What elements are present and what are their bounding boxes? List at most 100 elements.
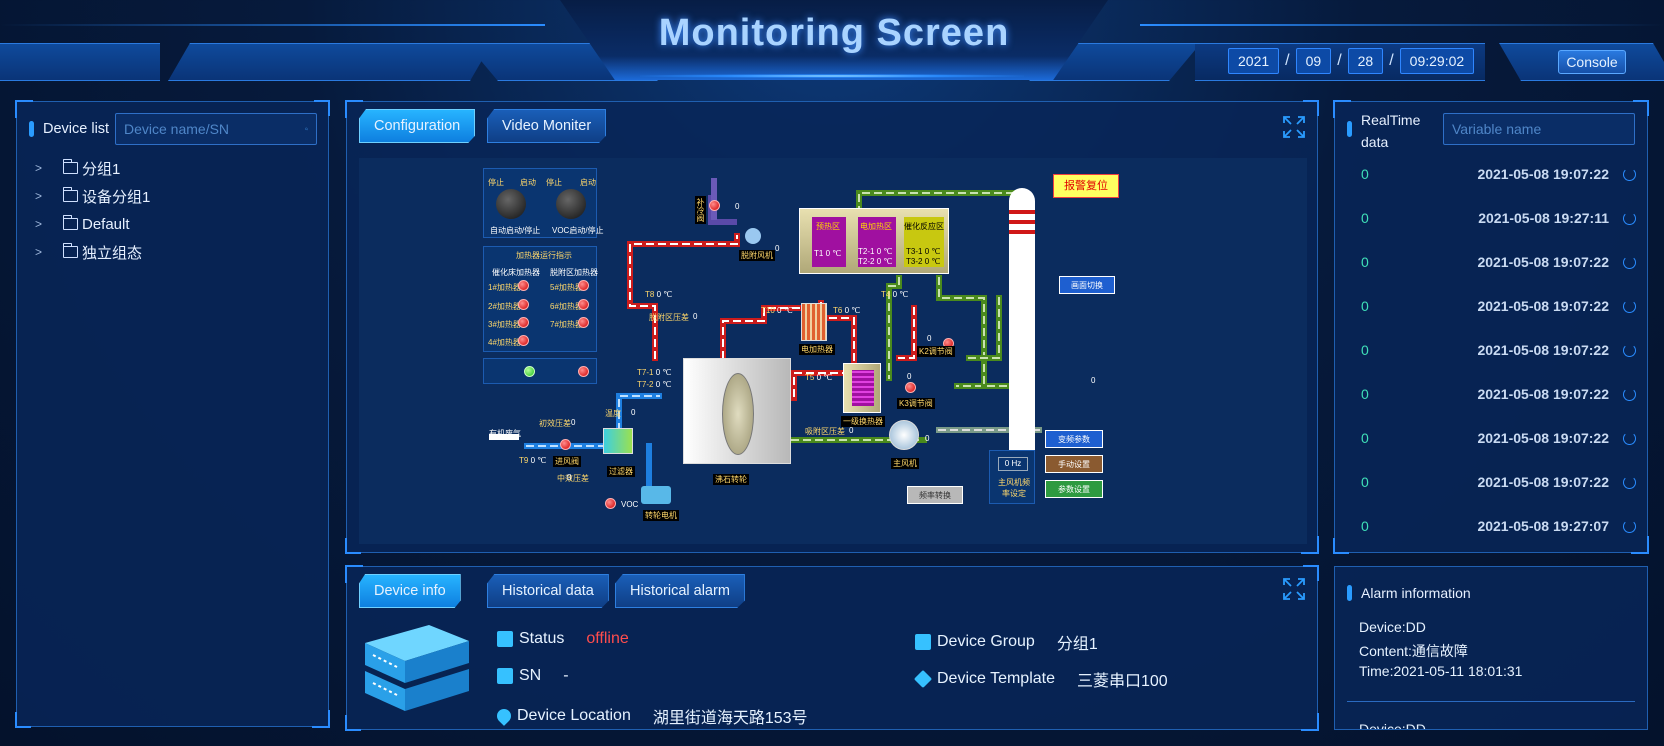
t7-1-label: T7-1 0 ℃ (637, 368, 671, 377)
voc-label: VOC (621, 500, 639, 509)
header: Monitoring Screen 2021 / 09 / 28 / 09:29… (0, 0, 1664, 86)
tree-item-default[interactable]: > Default (35, 210, 150, 238)
adsorb-pressure-label: 吸附区压差 (805, 427, 845, 436)
tab-historical-alarm[interactable]: Historical alarm (615, 574, 745, 608)
alarm-title: Alarm information (1361, 585, 1471, 601)
tree-item-label: 独立组态 (82, 244, 143, 262)
heater-label: 5#加热器 (550, 283, 583, 292)
refresh-icon[interactable] (1623, 167, 1636, 181)
tree-item-group1[interactable]: > 分组1 (35, 154, 150, 182)
date-year: 2021 (1228, 48, 1280, 74)
rotor-wheel (722, 373, 754, 455)
status-value: offline (586, 630, 629, 647)
refresh-icon[interactable] (1623, 211, 1636, 225)
expand-icon[interactable] (1282, 577, 1306, 601)
heater-col-label: 脱附区加热器 (550, 268, 598, 277)
status-row: Status offline (497, 630, 629, 648)
t7-1-name: T7-1 (637, 368, 654, 377)
replenish-valve-pipe (711, 178, 717, 220)
desorb-fan-value: 0 (775, 244, 780, 253)
header-deco-line-right (1140, 24, 1664, 26)
manual-set-button[interactable]: 手动设置 (1045, 455, 1103, 473)
document-icon (497, 668, 513, 684)
t2-1-name: T2-1 (858, 247, 875, 256)
device-tree: > 分组1 > 设备分组1 > Default > 独立组态 (35, 154, 150, 266)
layers-icon (913, 669, 933, 689)
electric-heater-label: 电加热器 (799, 344, 835, 355)
t1-value: 0 ℃ (825, 249, 842, 258)
heater-label: 6#加热器 (550, 302, 583, 311)
heater-indicator (518, 335, 529, 346)
realtime-time: 2021-05-08 19:07:22 (1477, 430, 1609, 446)
heater-indicator-panel: 加热器运行指示 催化床加热器 脱附区加热器 1#加热器 2#加热器 3#加热器 … (483, 246, 598, 352)
refresh-icon[interactable] (1623, 299, 1636, 313)
refresh-icon[interactable] (1623, 255, 1636, 269)
t8-name: T8 (645, 290, 655, 299)
t8-value: 0 ℃ (656, 290, 673, 299)
zeolite-rotor (683, 358, 791, 464)
group-icon (915, 634, 931, 650)
realtime-time: 2021-05-08 19:07:22 (1477, 298, 1609, 314)
realtime-value: 0 (1361, 474, 1369, 490)
configuration-panel: Configuration Video Moniter (345, 100, 1319, 554)
tab-video-monitor[interactable]: Video Moniter (487, 109, 607, 143)
t10-label: T10 0 ℃ (761, 306, 793, 315)
expand-icon[interactable] (1282, 115, 1306, 139)
t5-value: 0 ℃ (816, 373, 833, 382)
stop-label: 停止 (488, 178, 504, 187)
freq-convert-button[interactable]: 频率转换 (907, 486, 963, 504)
date-separator: / (1389, 52, 1394, 69)
folder-icon (62, 187, 78, 202)
t9-label: T9 0 ℃ (519, 456, 546, 465)
realtime-time: 2021-05-08 19:07:22 (1477, 254, 1609, 270)
t3-2-name: T3-2 (906, 257, 923, 266)
realtime-title-line1: RealTime (1361, 112, 1421, 128)
auto-knob[interactable] (496, 189, 526, 219)
heater-indicator (578, 317, 589, 328)
tree-item-standalone[interactable]: > 独立组态 (35, 238, 150, 266)
t2-1-label: T2-1 0 ℃ (858, 247, 892, 256)
chevron-right-icon[interactable]: > (35, 161, 43, 175)
chevron-right-icon[interactable]: > (35, 245, 43, 259)
t10-value: 0 ℃ (777, 306, 793, 315)
freq-params-button[interactable]: 变频参数 (1045, 430, 1103, 448)
clock-time: 09:29:02 (1399, 48, 1475, 74)
tree-item-device-group1[interactable]: > 设备分组1 (35, 182, 150, 210)
chevron-right-icon[interactable]: > (35, 189, 43, 203)
chevron-right-icon[interactable]: > (35, 217, 43, 231)
t9-name: T9 (519, 456, 529, 465)
desorb-pressure-label: 脱附区压差 (649, 313, 689, 322)
t5-name: T5 (805, 373, 815, 382)
param-set-button[interactable]: 参数设置 (1045, 480, 1103, 498)
tab-historical-data[interactable]: Historical data (487, 574, 609, 608)
init-pressure-label: 初效压差 (539, 419, 571, 428)
tab-device-info[interactable]: Device info (359, 574, 461, 608)
realtime-row: 0 2021-05-08 19:07:22 (1361, 252, 1636, 272)
device-search-input[interactable] (124, 121, 305, 137)
search-icon[interactable] (305, 120, 308, 138)
adsorb-pressure-value: 0 (849, 426, 854, 435)
refresh-icon[interactable] (1623, 475, 1636, 489)
location-row: Device Location 湖里街道海天路153号 (494, 704, 808, 728)
sn-row: SN - (497, 667, 569, 685)
tab-configuration[interactable]: Configuration (359, 109, 476, 143)
realtime-value: 0 (1361, 254, 1369, 270)
refresh-icon[interactable] (1623, 431, 1636, 445)
desorb-fan (745, 228, 761, 244)
voc-indicator (605, 498, 616, 509)
alarm-reset-button[interactable]: 报警复位 (1053, 174, 1119, 198)
console-button[interactable]: Console (1558, 50, 1626, 74)
screen-switch-button[interactable]: 画面切换 (1059, 276, 1115, 294)
variable-search-input[interactable] (1452, 121, 1633, 137)
voc-knob[interactable] (556, 189, 586, 219)
k3-valve-value: 0 (907, 372, 912, 381)
refresh-icon[interactable] (1623, 387, 1636, 401)
electric-heater (801, 303, 827, 341)
refresh-icon[interactable] (1623, 519, 1636, 533)
refresh-icon[interactable] (1623, 343, 1636, 357)
t7-2-label: T7-2 0 ℃ (637, 380, 671, 389)
t4-value: 0 ℃ (892, 290, 909, 299)
